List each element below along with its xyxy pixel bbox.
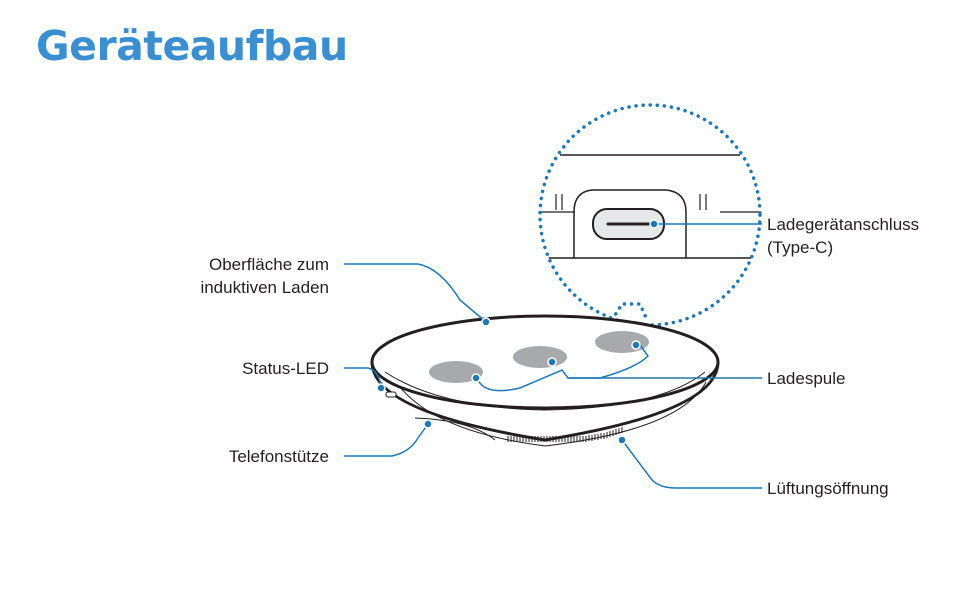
label-vent: Lüftungsöffnung <box>767 479 889 498</box>
leader-dots <box>376 219 659 445</box>
label-surface-line1: Oberfläche zum <box>209 255 329 274</box>
coil-right <box>595 331 649 353</box>
port-zoom-inset <box>538 103 762 327</box>
label-coil: Ladespule <box>767 369 845 388</box>
coil-left <box>429 361 483 383</box>
vent-slots <box>507 427 623 442</box>
label-phone-stand: Telefonstütze <box>229 447 329 466</box>
status-led <box>385 391 397 398</box>
label-surface-line2: induktiven Laden <box>200 278 329 297</box>
leader-lines <box>344 223 762 489</box>
label-port-line2: (Type-C) <box>767 238 833 257</box>
label-status-led: Status-LED <box>242 359 329 378</box>
label-port-line1: Ladegerätanschluss <box>767 215 919 234</box>
wireless-charger <box>370 314 720 447</box>
port-closeup <box>540 154 760 259</box>
coil-center <box>513 346 567 368</box>
zoom-circle <box>538 103 762 327</box>
page-title: Geräteaufbau <box>36 22 348 70</box>
